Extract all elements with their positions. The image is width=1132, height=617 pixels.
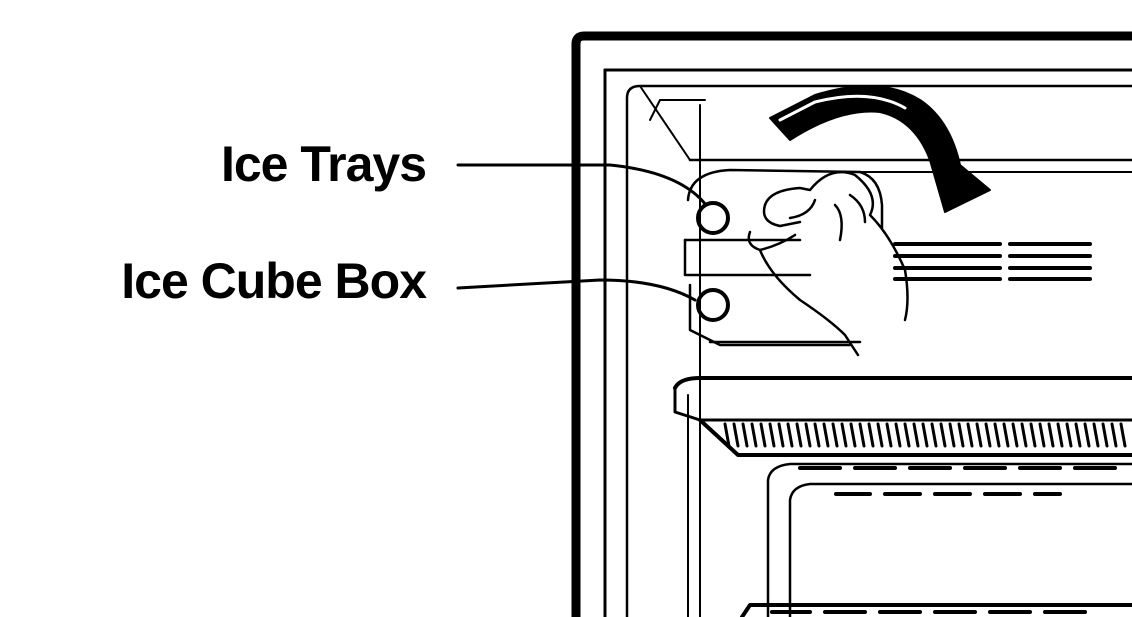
grille-rib [813, 422, 821, 448]
ice-maker-unit [683, 168, 884, 347]
grille-rib [1065, 422, 1073, 448]
grille-rib [1011, 422, 1019, 448]
shelf [673, 376, 1132, 457]
grille-rib [948, 422, 956, 448]
ice-trays-label: Ice Trays [220, 136, 427, 192]
grille-rib [741, 422, 749, 448]
grille-rib [921, 422, 929, 448]
grille-rib [975, 422, 983, 448]
grille-rib [930, 422, 938, 448]
grille-rib [1002, 422, 1010, 448]
knob-icon [696, 201, 730, 235]
drawer [740, 462, 1132, 617]
grille-rib [1074, 422, 1082, 448]
grille-rib [1101, 422, 1109, 448]
grille-rib [885, 422, 893, 448]
ice-cube-box-label: Ice Cube Box [121, 253, 427, 309]
grille-rib [966, 422, 974, 448]
grille-rib [831, 422, 839, 448]
grille-rib [1029, 422, 1037, 448]
grille-rib [750, 422, 758, 448]
grille-rib [939, 422, 947, 448]
hand-icon [747, 170, 909, 357]
knob-icon [696, 288, 730, 322]
grille-rib [849, 422, 857, 448]
grille-rib [984, 422, 992, 448]
grille-rib [1038, 422, 1046, 448]
grille-rib [1110, 422, 1118, 448]
grille-rib [1119, 422, 1127, 448]
grille-rib [1083, 422, 1091, 448]
grille-rib [858, 422, 866, 448]
grille-rib [867, 422, 875, 448]
vent-slots [893, 242, 1092, 281]
grille-rib [903, 422, 911, 448]
grille-rib [768, 422, 776, 448]
grille-rib [777, 422, 785, 448]
grille-rib [759, 422, 767, 448]
grille-rib [840, 422, 848, 448]
grille-rib [1047, 422, 1055, 448]
grille-rib [1092, 422, 1100, 448]
grille-rib [822, 422, 830, 448]
grille-rib [795, 422, 803, 448]
grille-rib [1020, 422, 1028, 448]
grille-rib [957, 422, 965, 448]
grille-rib [1056, 422, 1064, 448]
grille-rib [732, 422, 740, 448]
leader-lines [456, 163, 708, 302]
curved-arrow-icon [769, 85, 991, 213]
grille-rib [876, 422, 884, 448]
grille-rib [786, 422, 794, 448]
grille-rib [912, 422, 920, 448]
grille-rib [894, 422, 902, 448]
grille-rib [993, 422, 1001, 448]
shelf-grille [723, 422, 1127, 448]
grille-rib [804, 422, 812, 448]
grille-rib [723, 422, 731, 448]
freezer-frame [571, 31, 1132, 617]
